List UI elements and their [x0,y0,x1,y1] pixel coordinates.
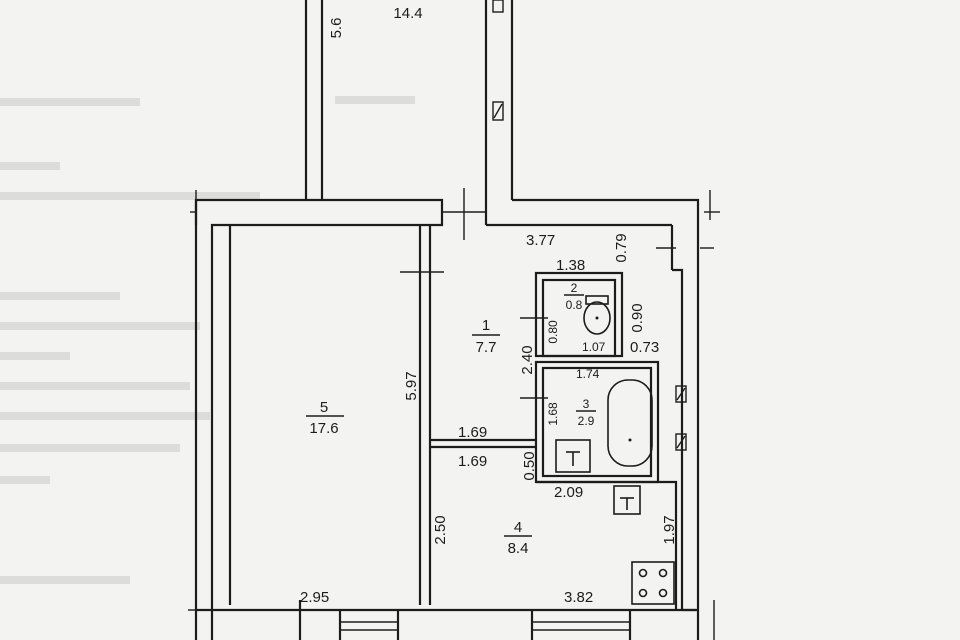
room-labels: 14.4 1 7.7 2 0.8 3 2.9 4 8.4 5 17.6 [306,5,596,557]
dim-1-97: 1.97 [661,515,678,544]
room-1-number: 1 [482,317,490,334]
dim-3-82: 3.82 [564,589,593,606]
dim-2-50: 2.50 [432,515,449,544]
dim-1-69-lower: 1.69 [458,453,487,470]
vent-shaft-icons [675,385,687,451]
sink-icon [555,439,591,473]
room-2-number: 2 [571,281,578,295]
dim-3-77: 3.77 [526,232,555,249]
bathtub-icon [607,379,653,467]
dim-0-50: 0.50 [521,451,538,480]
dimension-labels: 5.6 3.77 0.79 1.38 0.90 0.80 1.07 0.73 2… [300,18,678,606]
dim-5-97: 5.97 [403,371,420,400]
toilet-icon [583,295,611,335]
kitchen-sink-icon [613,485,641,515]
kitchen-walls [536,480,678,610]
dim-1-74: 1.74 [576,367,600,381]
dim-1-68: 1.68 [546,402,560,426]
room-4-area: 8.4 [508,540,529,557]
room-2-area: 0.8 [566,298,583,312]
corridor-partition [430,438,536,449]
dim-0-79: 0.79 [613,233,630,262]
room-3-area: 2.9 [578,414,595,428]
dim-1-38: 1.38 [556,257,585,274]
dim-0-73: 0.73 [630,339,659,356]
room-4-number: 4 [514,519,522,536]
dim-2-95: 2.95 [300,589,329,606]
toilet-room-walls [520,271,624,358]
dim-2-09: 2.09 [554,484,583,501]
dim-0-80: 0.80 [546,320,560,344]
room-5-area: 17.6 [309,420,338,437]
room-5-number: 5 [320,399,328,416]
dim-1-07: 1.07 [582,340,606,354]
room-5-walls [228,225,444,605]
room-3-number: 3 [583,397,590,411]
background-form-text [0,96,415,584]
dim-2-40: 2.40 [519,345,536,374]
dim-top-room-width: 5.6 [328,18,345,39]
outer-walls [190,188,720,640]
room-1-area: 7.7 [476,339,497,356]
top-room-area: 14.4 [393,5,422,22]
dim-0-90: 0.90 [629,303,646,332]
bottom-wall-windows [188,600,698,640]
dim-1-69-upper: 1.69 [458,424,487,441]
stove-icon [631,561,675,605]
upper-room-walls [304,0,514,225]
